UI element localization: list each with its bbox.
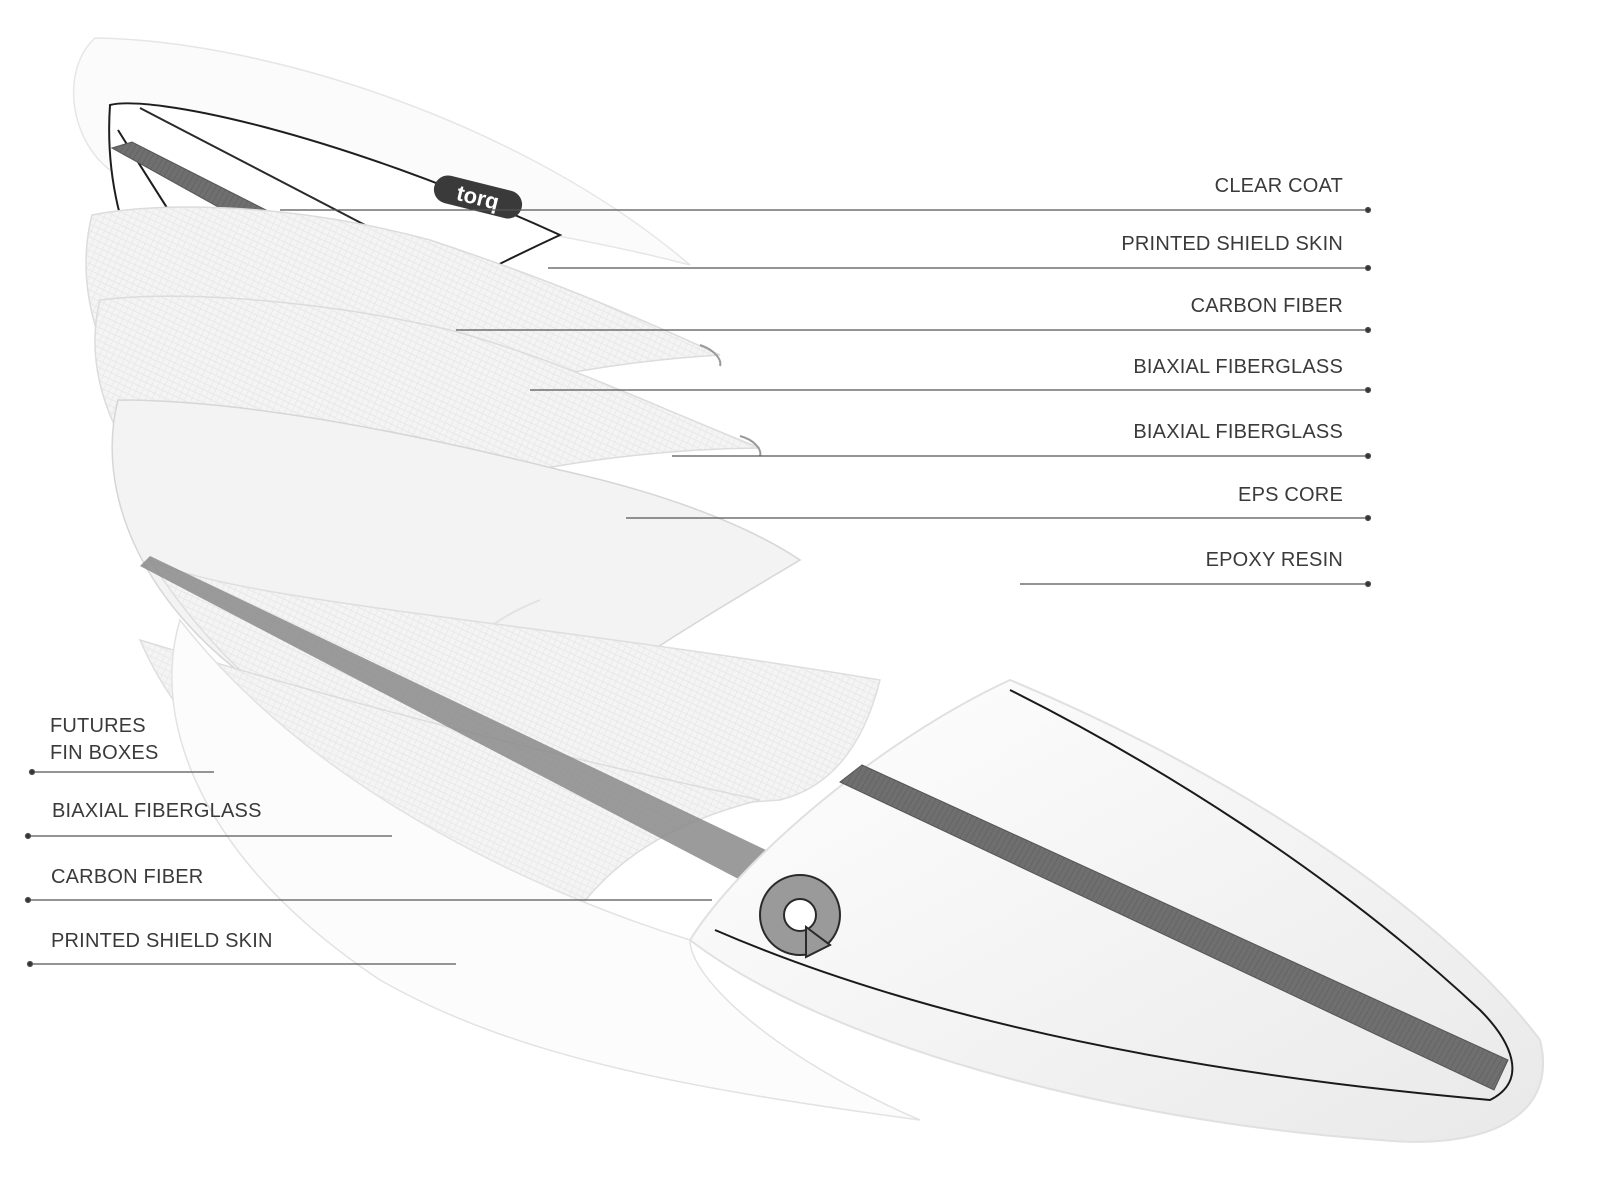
label-futures-fin-boxes-line-2: FIN BOXES xyxy=(50,742,159,764)
label-epoxy-resin: EPOXY RESIN xyxy=(1205,549,1343,571)
label-printed-shield-skin-bottom: PRINTED SHIELD SKIN xyxy=(51,930,273,952)
right-leader-lines xyxy=(280,206,1372,588)
label-biaxial-fiberglass-bottom: BIAXIAL FIBERGLASS xyxy=(52,800,262,822)
printed-shield-skin-bottom-layer xyxy=(171,618,921,1121)
torq-bottom-logo-icon xyxy=(759,874,841,959)
label-eps-core: EPS CORE xyxy=(1238,484,1343,506)
carbon-fiber-bottom-stringer xyxy=(140,556,770,884)
label-carbon-fiber-top: CARBON FIBER xyxy=(1190,295,1343,317)
label-futures-fin-boxes-line-1: FUTURES xyxy=(50,715,146,737)
bottom-stringer-carbon xyxy=(839,764,1509,1091)
label-carbon-fiber-bottom: CARBON FIBER xyxy=(51,866,204,888)
left-leader-lines xyxy=(24,768,712,968)
label-biaxial-fiberglass-top-1: BIAXIAL FIBERGLASS xyxy=(1133,356,1343,378)
label-biaxial-fiberglass-top-2: BIAXIAL FIBERGLASS xyxy=(1133,421,1343,443)
label-printed-shield-skin-top: PRINTED SHIELD SKIN xyxy=(1121,233,1343,255)
label-clear-coat: CLEAR COAT xyxy=(1214,175,1343,197)
label-futures-fin-boxes: FUTURES FIN BOXES xyxy=(50,713,159,767)
